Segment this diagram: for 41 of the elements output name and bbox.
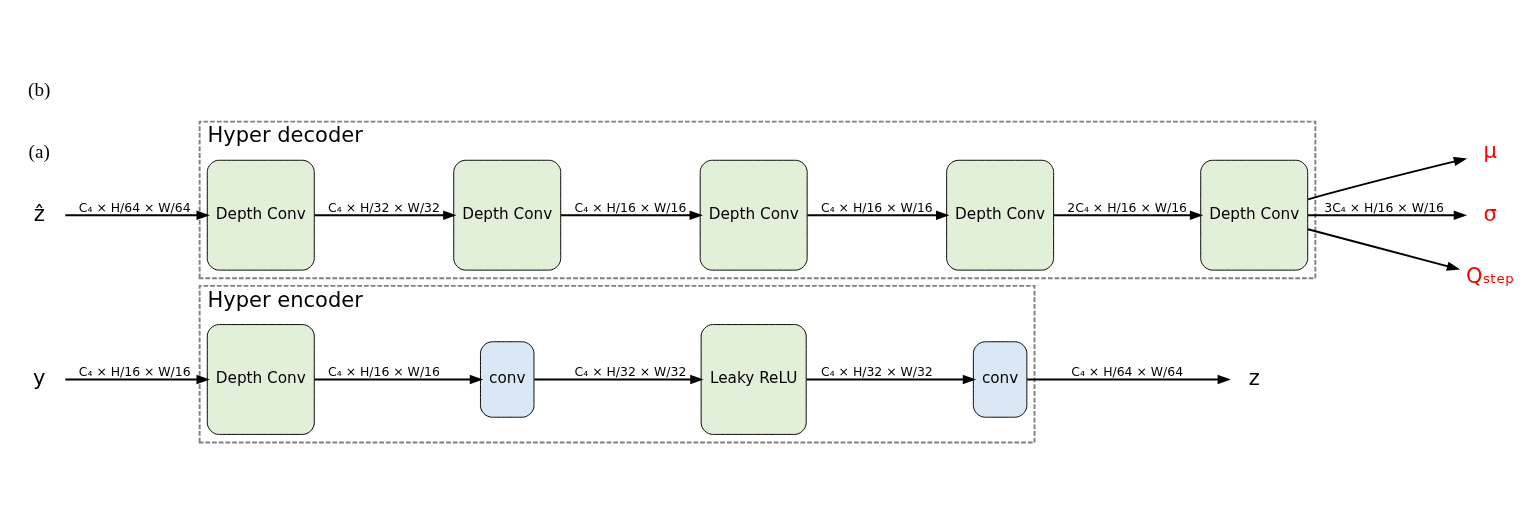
- label: (b): [28, 78, 51, 100]
- arrow: [313, 374, 484, 384]
- node-text: y: [32, 364, 46, 390]
- label: (a): [28, 140, 50, 162]
- arrow: [64, 374, 210, 384]
- node-box: Depth Conv: [453, 159, 562, 271]
- node-text: z: [1248, 364, 1260, 390]
- node-text: μ: [1483, 137, 1497, 163]
- arrow: [1307, 156, 1468, 200]
- edge-label: C₄ × H/32 × W/32: [821, 363, 933, 379]
- edge-label: C₄ × H/32 × W/32: [328, 199, 440, 215]
- edge-label: 3C₄ × H/16 × W/16: [1324, 199, 1444, 215]
- arrow: [64, 210, 210, 220]
- edge-label: C₄ × H/16 × W/16: [574, 199, 687, 215]
- arrow: [1052, 210, 1204, 220]
- node-box: Depth Conv: [699, 159, 808, 271]
- arrow: [1026, 374, 1231, 384]
- arrow: [806, 210, 950, 220]
- arrow: [533, 374, 704, 384]
- edge-label: C₄ × H/16 × W/16: [821, 199, 933, 215]
- edge-label: C₄ × H/16 × W/16: [328, 363, 440, 379]
- edge-label: C₄ × H/16 × W/16: [78, 363, 191, 379]
- arrow: [313, 210, 457, 220]
- edge-label: C₄ × H/64 × W/64: [1071, 363, 1184, 379]
- node-box: conv: [972, 340, 1028, 418]
- node-box: Depth Conv: [206, 323, 315, 435]
- node-text: Qₛₜₑₚ: [1465, 262, 1515, 288]
- arrow: [805, 374, 977, 384]
- node-box: Depth Conv: [946, 159, 1055, 271]
- node-box: Leaky ReLU: [700, 323, 807, 435]
- node-box: conv: [480, 340, 535, 418]
- arrow: [1307, 227, 1461, 271]
- node-box: Depth Conv: [206, 159, 315, 271]
- edge-label: C₄ × H/64 × W/64: [78, 199, 191, 215]
- arrow: [1307, 210, 1468, 220]
- node-text: σ: [1483, 200, 1497, 226]
- edge-label: C₄ × H/32 × W/32: [574, 363, 687, 379]
- edge-label: 2C₄ × H/16 × W/16: [1067, 199, 1187, 215]
- arrow: [560, 210, 703, 220]
- node-box: Depth Conv: [1200, 159, 1309, 271]
- node-text: ẑ: [33, 200, 45, 226]
